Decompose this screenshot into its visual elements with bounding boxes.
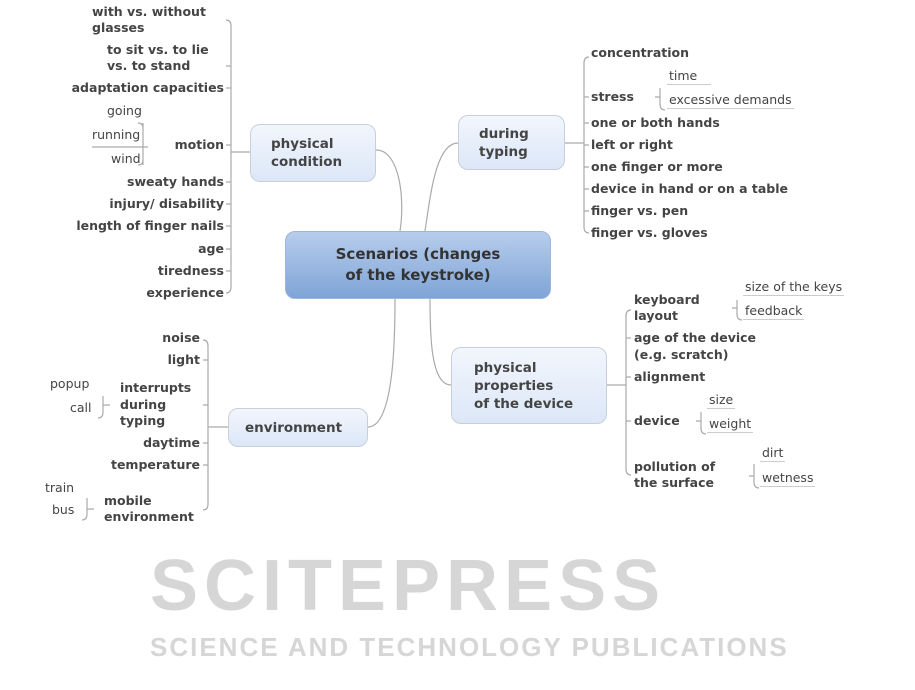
item-concentration[interactable]: concentration — [591, 45, 690, 60]
bracket-physical-condition — [225, 19, 250, 294]
subitem-train[interactable]: train — [45, 480, 75, 495]
item-keyboard-2[interactable]: layout — [634, 308, 678, 323]
topic-label: of the device — [474, 395, 574, 412]
item-temperature[interactable]: temperature — [110, 457, 200, 472]
subitem-key-size[interactable]: size of the keys — [743, 279, 845, 296]
subitem-time[interactable]: time — [667, 68, 711, 85]
item-device-age-2[interactable]: (e.g. scratch) — [634, 347, 729, 362]
item-glasses[interactable]: with vs. without — [92, 4, 206, 19]
connector-physical-properties — [429, 297, 452, 386]
item-motion[interactable]: motion — [174, 137, 224, 152]
item-mobile[interactable]: mobile — [104, 493, 152, 508]
topic-label: condition — [271, 154, 343, 170]
watermark-main: SCITEPRESS — [150, 546, 667, 626]
topic-label: physical — [474, 359, 537, 376]
subitem-feedback[interactable]: feedback — [743, 303, 805, 320]
subitem-call[interactable]: call — [70, 400, 92, 415]
topic-label: during — [479, 125, 529, 142]
connector-physical-condition — [375, 149, 403, 232]
item-injury[interactable]: injury/ disability — [109, 196, 224, 211]
item-age[interactable]: age — [198, 241, 224, 256]
subitem-wetness[interactable]: wetness — [760, 470, 816, 487]
item-device-age[interactable]: age of the device — [634, 330, 757, 345]
topic-label: properties — [474, 377, 554, 394]
item-alignment[interactable]: alignment — [634, 369, 706, 384]
topic-physical-condition[interactable]: physical condition — [250, 124, 376, 182]
subitem-size[interactable]: size — [707, 392, 736, 409]
watermark-sub: SCIENCE AND TECHNOLOGY PUBLICATIONS — [150, 632, 789, 662]
item-daytime[interactable]: daytime — [143, 435, 200, 450]
item-experience[interactable]: experience — [146, 285, 224, 300]
item-left-right[interactable]: left or right — [591, 137, 673, 152]
central-topic-line2: of the keystroke) — [345, 266, 491, 284]
item-interrupts-2[interactable]: during — [120, 397, 167, 412]
item-finger-nails[interactable]: length of finger nails — [76, 218, 224, 233]
item-posture-2[interactable]: vs. to stand — [107, 58, 191, 73]
subitem-weight[interactable]: weight — [707, 416, 754, 433]
topic-environment[interactable]: environment — [228, 408, 368, 447]
subitem-bus[interactable]: bus — [52, 502, 75, 517]
topic-label: typing — [479, 143, 528, 160]
item-finger-gloves[interactable]: finger vs. gloves — [591, 225, 708, 240]
item-mobile-2[interactable]: environment — [104, 509, 194, 524]
item-pollution-2[interactable]: the surface — [634, 475, 714, 490]
item-device[interactable]: device — [634, 413, 680, 428]
item-keyboard[interactable]: keyboard — [634, 292, 700, 307]
item-pollution[interactable]: pollution of — [634, 459, 716, 474]
subitem-dirt[interactable]: dirt — [760, 445, 786, 462]
central-topic[interactable]: Scenarios (changes of the keystroke) — [285, 231, 551, 299]
item-hands[interactable]: one or both hands — [591, 115, 720, 130]
connector-during-typing — [424, 142, 459, 232]
item-stress[interactable]: stress — [591, 89, 634, 104]
subitem-popup[interactable]: popup — [50, 376, 90, 391]
item-device-hand-table[interactable]: device in hand or on a table — [591, 181, 789, 196]
topic-label: physical — [271, 136, 334, 152]
item-light[interactable]: light — [167, 352, 200, 367]
central-topic-line1: Scenarios (changes — [335, 245, 501, 263]
item-noise[interactable]: noise — [162, 330, 200, 345]
item-glasses-2[interactable]: glasses — [92, 20, 145, 35]
item-sweaty-hands[interactable]: sweaty hands — [127, 174, 224, 189]
connector-environment — [367, 297, 396, 428]
topic-label: environment — [245, 419, 343, 436]
item-fingers[interactable]: one finger or more — [591, 159, 723, 174]
item-posture[interactable]: to sit vs. to lie — [107, 42, 209, 57]
subitem-excessive-demands[interactable]: excessive demands — [667, 92, 794, 109]
item-finger-pen[interactable]: finger vs. pen — [591, 203, 689, 218]
item-interrupts[interactable]: interrupts — [120, 380, 192, 395]
item-adaptation[interactable]: adaptation capacities — [71, 80, 224, 95]
subitem-going[interactable]: going — [107, 103, 142, 118]
subitem-wind[interactable]: wind — [111, 151, 141, 166]
item-tiredness[interactable]: tiredness — [157, 263, 224, 278]
subitem-running[interactable]: running — [92, 127, 141, 142]
item-interrupts-3[interactable]: typing — [120, 413, 166, 428]
